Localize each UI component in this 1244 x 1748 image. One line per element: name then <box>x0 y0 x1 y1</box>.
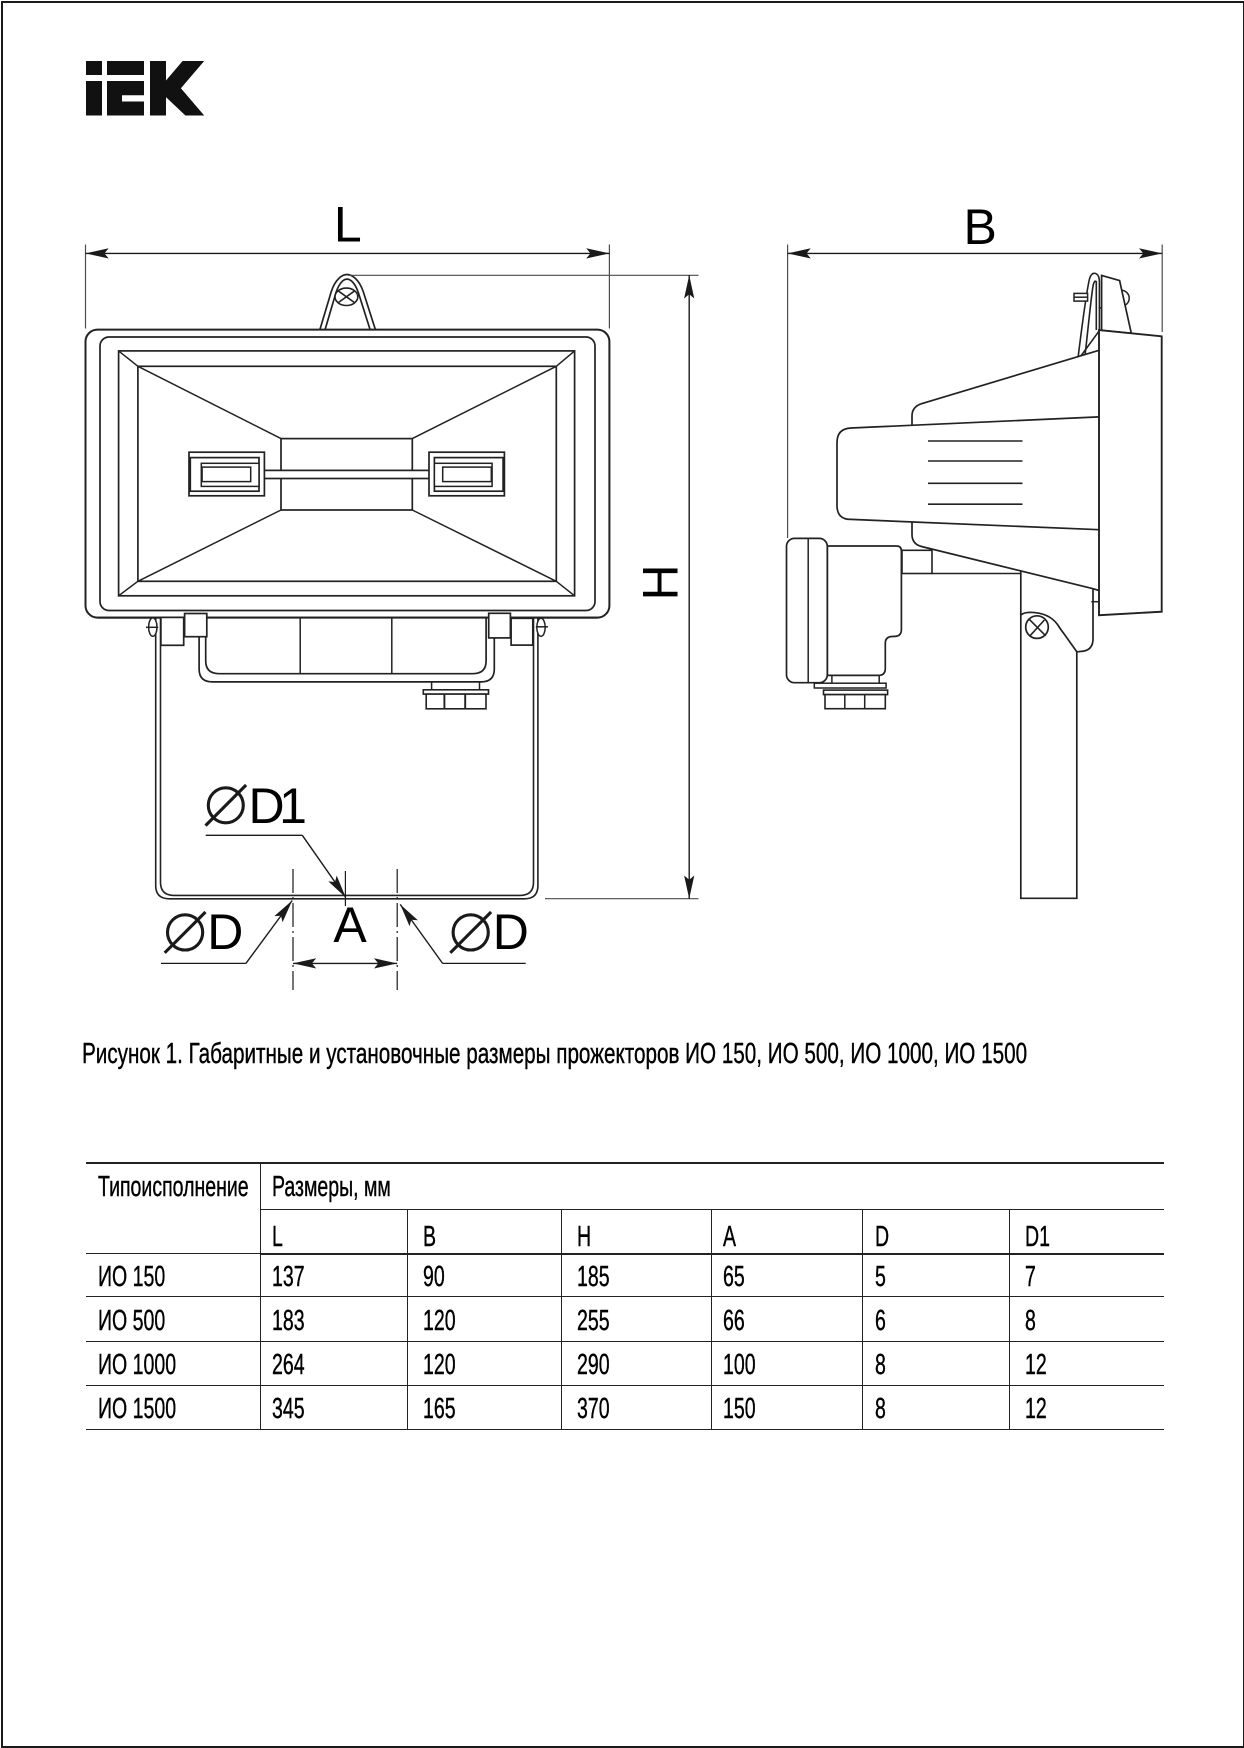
svg-text:L: L <box>334 196 362 252</box>
svg-text:D: D <box>493 904 529 960</box>
svg-text:B: B <box>964 199 997 255</box>
svg-text:D: D <box>207 904 243 960</box>
svg-text:H: H <box>632 564 688 600</box>
svg-text:D1: D1 <box>249 778 307 834</box>
svg-text:A: A <box>333 897 367 953</box>
